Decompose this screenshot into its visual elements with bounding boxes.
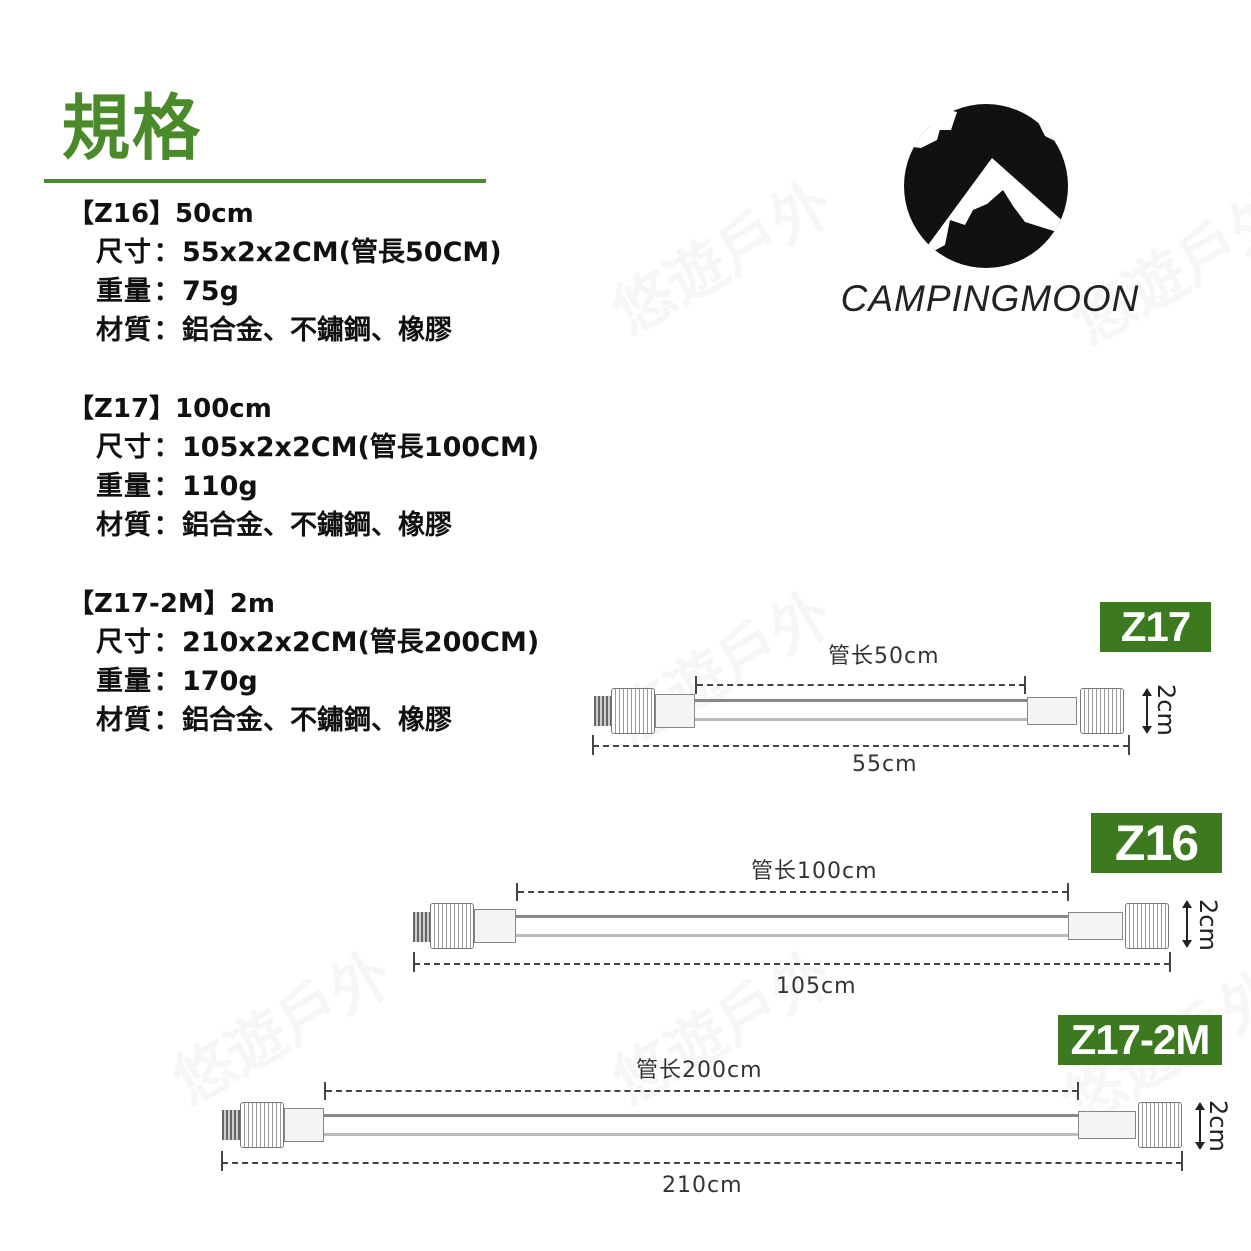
right-collar <box>1068 912 1123 940</box>
dimension-tick <box>1181 1151 1183 1171</box>
watermark: 悠遊戶外 <box>594 156 845 351</box>
total-length-dimension <box>593 745 1129 747</box>
tube-length-dimension <box>326 1090 1078 1092</box>
spec-value: 鋁合金、不鏽鋼、橡膠 <box>182 705 452 736</box>
dimension-tick <box>1024 676 1026 694</box>
model-badge-z17: Z17 <box>1100 602 1211 652</box>
spec-row-weight: 重量：110g <box>68 467 539 506</box>
total-length-dimension <box>222 1162 1182 1164</box>
right-collar <box>1027 697 1077 725</box>
spec-row-material: 材質：鋁合金、不鏽鋼、橡膠 <box>68 506 539 545</box>
page-title: 規格 <box>62 88 203 171</box>
spec-block-z17: 【Z17】100cm 尺寸：105x2x2CM(管長100CM) 重量：110g… <box>68 390 539 545</box>
tube-length-dimension <box>518 891 1068 893</box>
spec-block-z17-2m: 【Z17-2M】2m 尺寸：210x2x2CM(管長200CM) 重量：170g… <box>68 585 539 740</box>
brand-logo: CAMPINGMOON <box>825 100 1155 330</box>
dimension-tick <box>1169 952 1171 972</box>
spec-value: 鋁合金、不鏽鋼、橡膠 <box>182 510 452 541</box>
colon: ： <box>153 666 181 697</box>
thread-end <box>222 1110 240 1140</box>
spec-heading: 【Z16】50cm <box>68 199 254 229</box>
spec-label: 材質 <box>96 510 152 541</box>
spec-row-size: 尺寸：105x2x2CM(管長100CM) <box>68 428 539 467</box>
right-fitting <box>1138 1102 1182 1148</box>
left-fitting <box>611 688 655 734</box>
spec-row-material: 材質：鋁合金、不鏽鋼、橡膠 <box>68 701 539 740</box>
dimension-tick <box>695 676 697 694</box>
dimension-tick <box>1077 1082 1079 1100</box>
left-collar <box>474 909 516 943</box>
model-badge-z17-2m: Z17-2M <box>1058 1015 1222 1065</box>
left-collar <box>655 694 695 728</box>
hose-tube <box>516 915 1068 937</box>
brand-name: CAMPINGMOON <box>840 278 1140 319</box>
thread-end <box>413 912 431 942</box>
spec-label: 重量 <box>96 471 152 502</box>
left-fitting <box>430 903 474 949</box>
colon: ： <box>153 510 181 541</box>
spec-heading: 【Z17】100cm <box>68 394 272 424</box>
spec-block-z16: 【Z16】50cm 尺寸：55x2x2CM(管長50CM) 重量：75g 材質：… <box>68 195 502 350</box>
tube-length-label: 管长200cm <box>636 1058 763 1083</box>
diameter-arrow <box>1182 900 1192 948</box>
colon: ： <box>153 237 181 268</box>
dimension-tick <box>324 1082 326 1100</box>
colon: ： <box>153 705 181 736</box>
spec-label: 重量 <box>96 666 152 697</box>
colon: ： <box>153 276 181 307</box>
spec-label: 尺寸 <box>96 627 152 658</box>
left-collar <box>284 1108 324 1142</box>
right-collar <box>1078 1111 1136 1139</box>
spec-row-weight: 重量：170g <box>68 662 539 701</box>
thread-end <box>594 696 612 726</box>
spec-label: 材質 <box>96 705 152 736</box>
dimension-tick <box>413 952 415 972</box>
total-length-dimension <box>414 963 1170 965</box>
spec-value: 105x2x2CM(管長100CM) <box>182 432 540 463</box>
dimension-tick <box>1067 883 1069 901</box>
right-fitting <box>1125 903 1169 949</box>
diameter-label: 2cm <box>1194 899 1222 951</box>
spec-heading: 【Z17-2M】2m <box>68 589 275 619</box>
spec-row-weight: 重量：75g <box>68 272 502 311</box>
spec-label: 尺寸 <box>96 237 152 268</box>
spec-value: 210x2x2CM(管長200CM) <box>182 627 540 658</box>
spec-row-size: 尺寸：55x2x2CM(管長50CM) <box>68 233 502 272</box>
dimension-tick <box>1128 735 1130 755</box>
spec-value: 110g <box>182 471 258 502</box>
hose-tube <box>324 1114 1078 1136</box>
spec-label: 重量 <box>96 276 152 307</box>
colon: ： <box>153 315 181 346</box>
model-badge-z16: Z16 <box>1091 813 1222 873</box>
mountain-circle-icon <box>895 100 1068 268</box>
total-length-label: 105cm <box>776 974 857 999</box>
title-underline <box>44 179 486 183</box>
tube-length-label: 管长100cm <box>751 859 878 884</box>
colon: ： <box>153 627 181 658</box>
spec-label: 尺寸 <box>96 432 152 463</box>
total-length-label: 210cm <box>662 1173 743 1198</box>
diameter-arrow <box>1195 1102 1205 1150</box>
left-fitting <box>240 1102 284 1148</box>
spec-value: 170g <box>182 666 258 697</box>
spec-label: 材質 <box>96 315 152 346</box>
hose-tube <box>695 699 1027 721</box>
spec-value: 75g <box>182 276 239 307</box>
spec-row-material: 材質：鋁合金、不鏽鋼、橡膠 <box>68 311 502 350</box>
tube-length-label: 管长50cm <box>828 644 940 669</box>
right-fitting <box>1080 688 1124 734</box>
dimension-tick <box>221 1151 223 1171</box>
dimension-tick <box>516 883 518 901</box>
diameter-label: 2cm <box>1204 1100 1232 1152</box>
colon: ： <box>153 432 181 463</box>
diameter-label: 2cm <box>1152 684 1180 736</box>
colon: ： <box>153 471 181 502</box>
spec-row-size: 尺寸：210x2x2CM(管長200CM) <box>68 623 539 662</box>
total-length-label: 55cm <box>852 752 918 777</box>
tube-length-dimension <box>697 684 1025 686</box>
diameter-arrow <box>1142 688 1152 734</box>
spec-value: 55x2x2CM(管長50CM) <box>182 237 502 268</box>
spec-value: 鋁合金、不鏽鋼、橡膠 <box>182 315 452 346</box>
dimension-tick <box>592 735 594 755</box>
